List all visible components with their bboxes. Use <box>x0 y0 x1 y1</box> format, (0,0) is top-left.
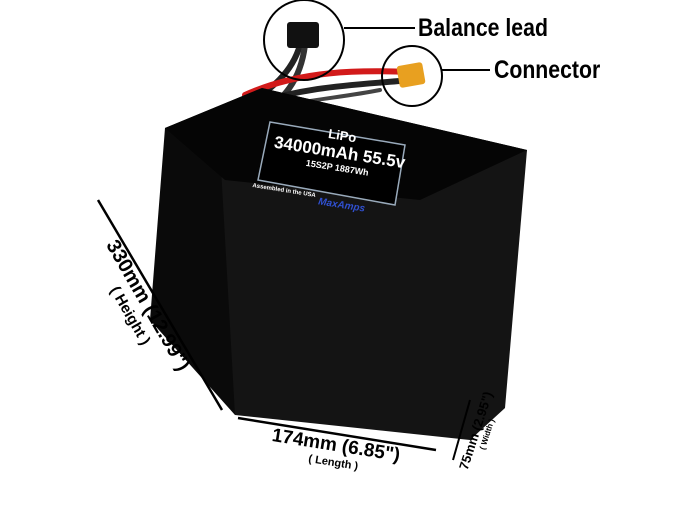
battery-label <box>257 121 406 206</box>
length-arrow <box>237 416 437 452</box>
connector-circle <box>381 45 443 107</box>
battery-front-face <box>220 150 527 440</box>
balance-lead-circle <box>263 0 345 81</box>
connector-callout: Connector <box>494 56 601 84</box>
width-arrow <box>452 399 471 461</box>
xt-connector <box>396 62 426 88</box>
height-arrow <box>96 199 224 411</box>
balance-connector <box>287 22 319 48</box>
balance-lead-callout: Balance lead <box>418 14 548 42</box>
